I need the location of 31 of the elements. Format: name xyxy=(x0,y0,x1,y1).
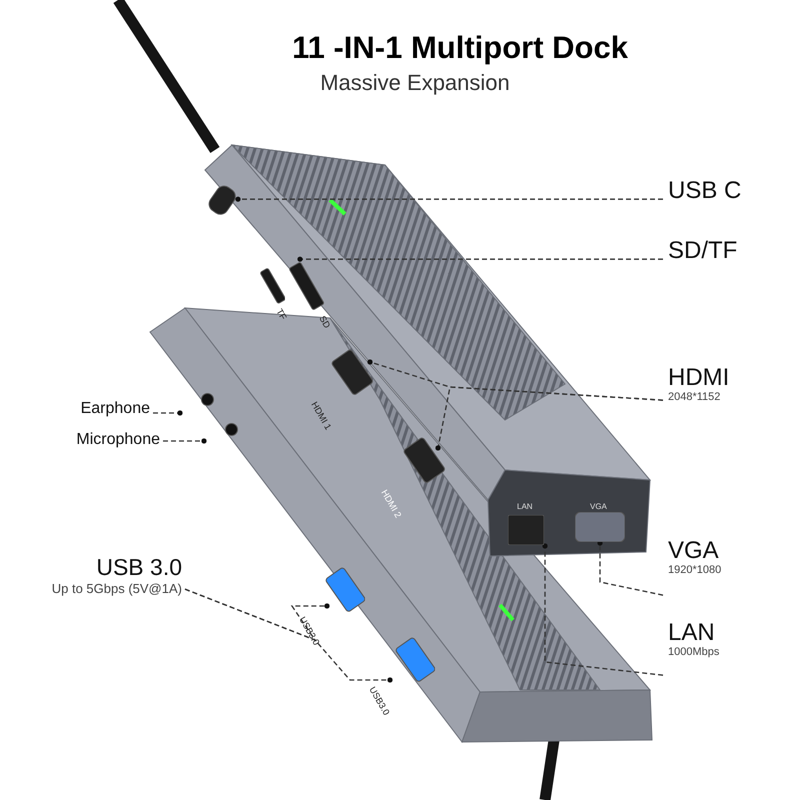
leader-line xyxy=(597,540,664,596)
audio-jack xyxy=(225,423,238,436)
leader-line xyxy=(235,196,663,202)
port-name: HDMI xyxy=(668,365,730,392)
port-name: VGA xyxy=(668,538,720,564)
audio-jack xyxy=(201,393,214,406)
port-spec: 1920*1080 xyxy=(668,564,722,578)
port-marking: SD xyxy=(317,314,332,330)
title: 11 -IN-1 Multiport Dock xyxy=(291,30,629,66)
leader-line xyxy=(184,588,393,683)
port xyxy=(402,436,446,484)
leader-line xyxy=(297,256,663,262)
subtitle: Massive Expansion xyxy=(319,70,511,96)
leader-line xyxy=(542,543,664,676)
leader-line xyxy=(435,386,664,451)
leader-line xyxy=(153,410,183,416)
port-spec: 1000Mbps xyxy=(668,646,720,660)
port xyxy=(575,512,625,542)
port-marking: TF xyxy=(274,307,288,322)
port-name: USB C xyxy=(668,178,742,204)
port-name: LAN xyxy=(668,620,716,646)
port-spec: 2048*1152 xyxy=(668,391,722,405)
port-name: USB 3.0 xyxy=(95,555,182,580)
port-marking: LAN xyxy=(517,502,533,511)
leader-line xyxy=(163,438,207,444)
port-name: Microphone xyxy=(75,431,160,449)
port xyxy=(508,515,544,545)
port-marking: VGA xyxy=(590,502,607,511)
port-name: SD/TF xyxy=(668,238,738,264)
port-name: Earphone xyxy=(80,400,150,418)
port-spec: Up to 5Gbps (5V@1A) xyxy=(50,580,182,598)
